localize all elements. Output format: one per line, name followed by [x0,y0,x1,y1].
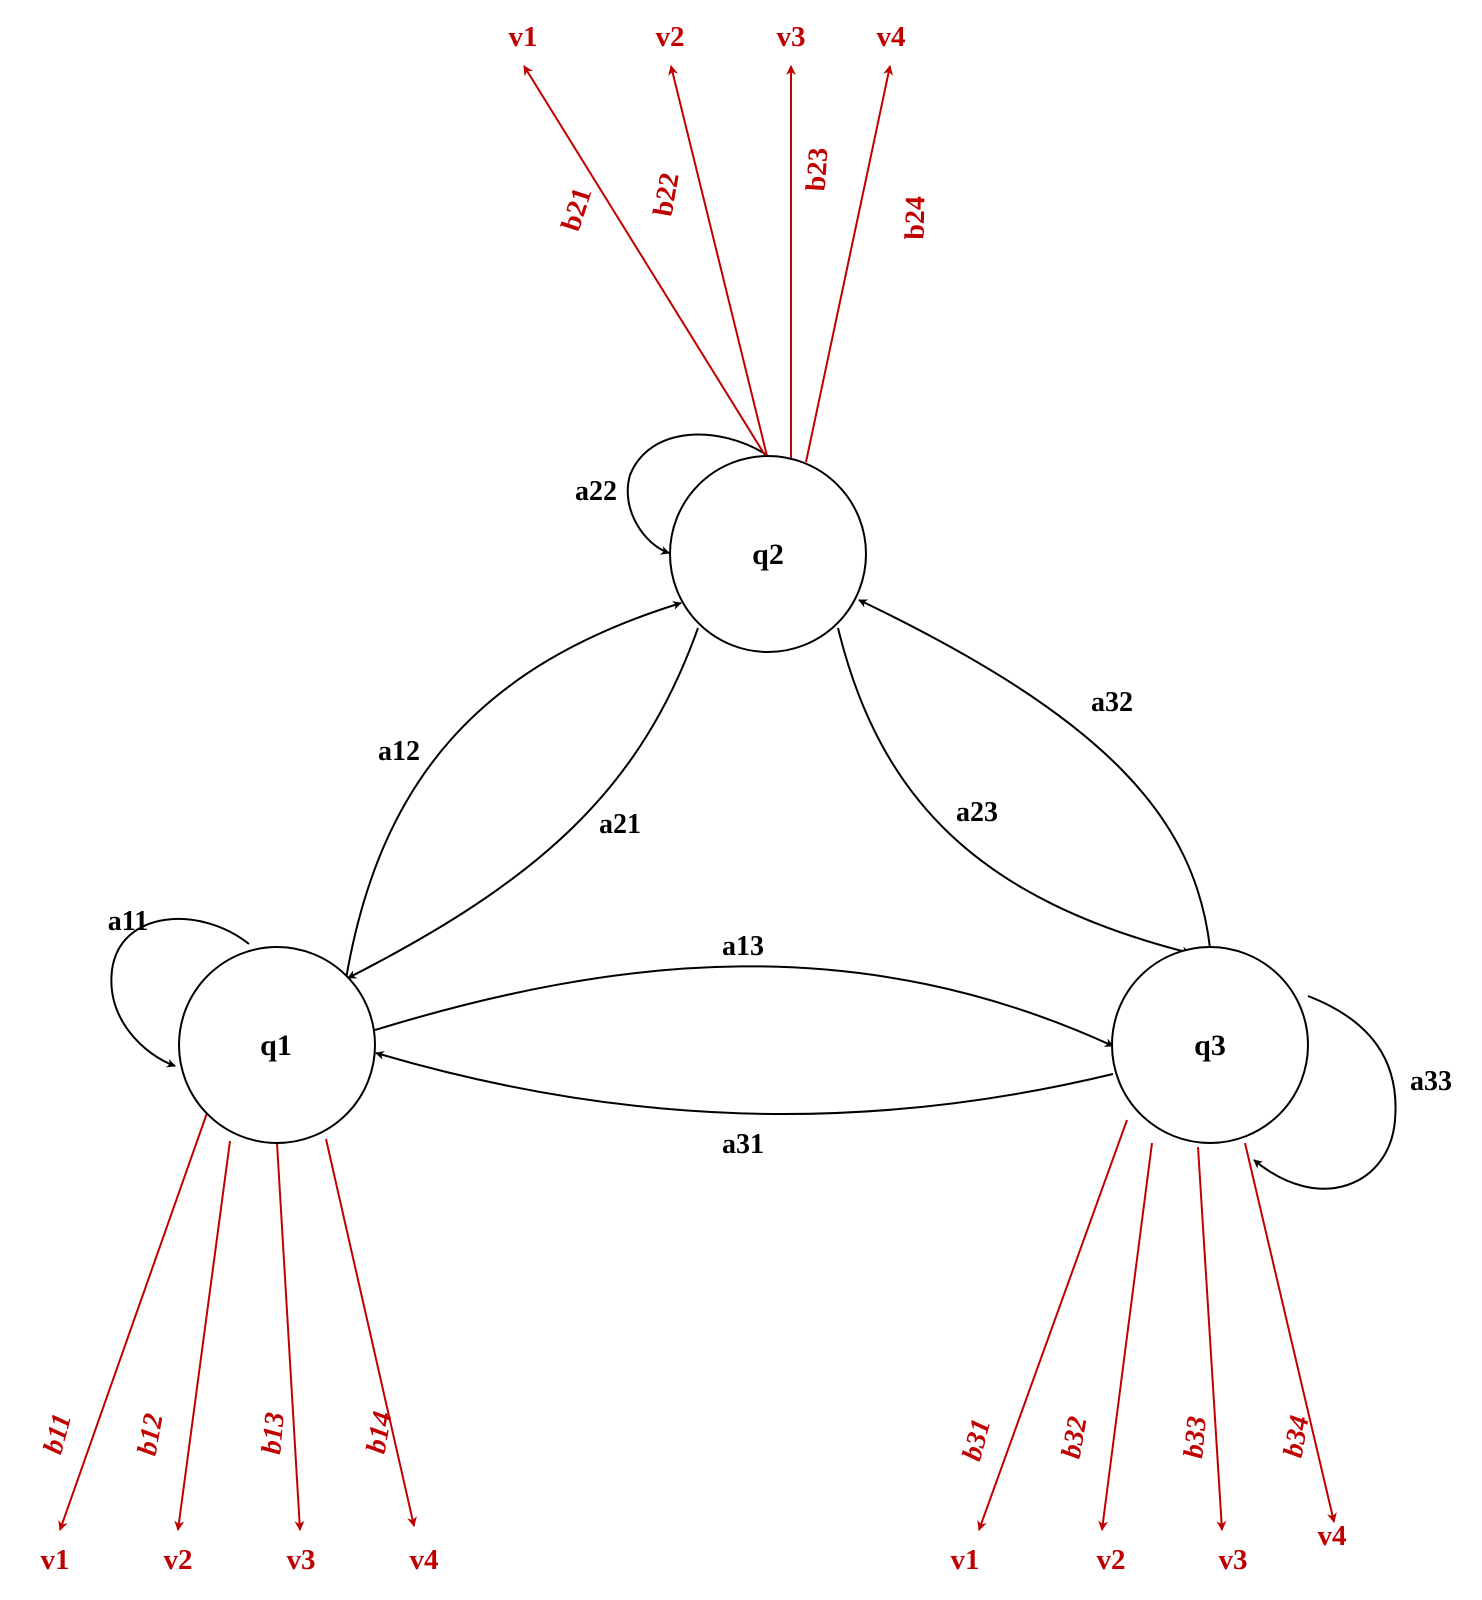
transition-edge-a21 [347,627,699,979]
emission-edge-b31 [977,1119,1128,1531]
emission-label-b31: b31 [956,1416,997,1465]
observation-label-q3-v3: v3 [1219,1544,1248,1576]
observation-label-q3-v2: v2 [1097,1544,1126,1576]
emission-label-b14: b14 [361,1409,399,1456]
transition-label-a33: a33 [1410,1066,1452,1097]
state-label-q3: q3 [1194,1029,1226,1062]
observation-label-q1-v4: v4 [410,1544,439,1576]
transition-label-a13: a13 [722,931,764,962]
transition-edge-a23 [837,627,1191,956]
emission-edge-b14 [325,1138,417,1527]
emission-edge-b12 [174,1140,231,1531]
transition-label-a21: a21 [599,809,641,840]
emission-label-b24: b24 [900,196,932,240]
observation-label-top-v2: v2 [656,21,685,53]
observation-label-q1-v1: v1 [41,1544,70,1576]
emission-label-b34: b34 [1278,1413,1316,1460]
transition-label-a32: a32 [1091,687,1133,718]
transition-edge-a12 [345,601,682,980]
state-label-q1: q1 [260,1029,292,1062]
state-node-q3: q3 [1111,946,1309,1144]
emission-edge-b13 [276,1142,305,1531]
emission-edge-b21 [523,65,769,461]
emission-label-b13: b13 [256,1411,291,1456]
state-node-q2: q2 [669,455,867,653]
emission-edge-b11 [58,1112,208,1531]
emission-label-b33: b33 [1178,1415,1213,1460]
transition-label-a11: a11 [108,906,148,937]
observation-label-q3-v4: v4 [1318,1520,1347,1552]
observation-label-top-v3: v3 [777,21,806,53]
transition-label-a12: a12 [378,736,420,767]
state-label-q2: q2 [752,538,784,571]
emission-label-b22: b22 [648,170,686,218]
emission-edge-b24 [805,65,894,463]
emission-label-b11: b11 [38,1410,78,1457]
transition-edge-a31 [375,1050,1114,1116]
transition-label-a23: a23 [956,797,998,828]
transition-edge-a22 [626,433,768,555]
emission-edge-b33 [1197,1146,1227,1531]
emission-label-b12: b12 [132,1411,170,1458]
transition-edge-a33 [1253,995,1397,1190]
transition-edge-a13 [374,965,1114,1047]
observation-label-q1-v3: v3 [287,1544,316,1576]
emission-edge-b22 [668,65,769,461]
emission-label-b21: b21 [555,184,598,235]
transition-edge-a11 [110,918,250,1068]
observation-label-top-v4: v4 [877,21,906,53]
observation-label-q3-v1: v1 [951,1544,980,1576]
emission-label-b32: b32 [1056,1414,1094,1461]
transition-edge-a32 [858,599,1211,949]
transition-label-a22: a22 [575,476,617,507]
state-node-q1: q1 [178,946,376,1144]
emission-edge-b32 [1098,1142,1153,1531]
emission-label-b23: b23 [801,147,835,193]
emission-edge-b34 [1244,1142,1337,1523]
observation-label-q1-v2: v2 [164,1544,193,1576]
transition-label-a31: a31 [722,1129,764,1160]
observation-label-top-v1: v1 [509,21,538,53]
